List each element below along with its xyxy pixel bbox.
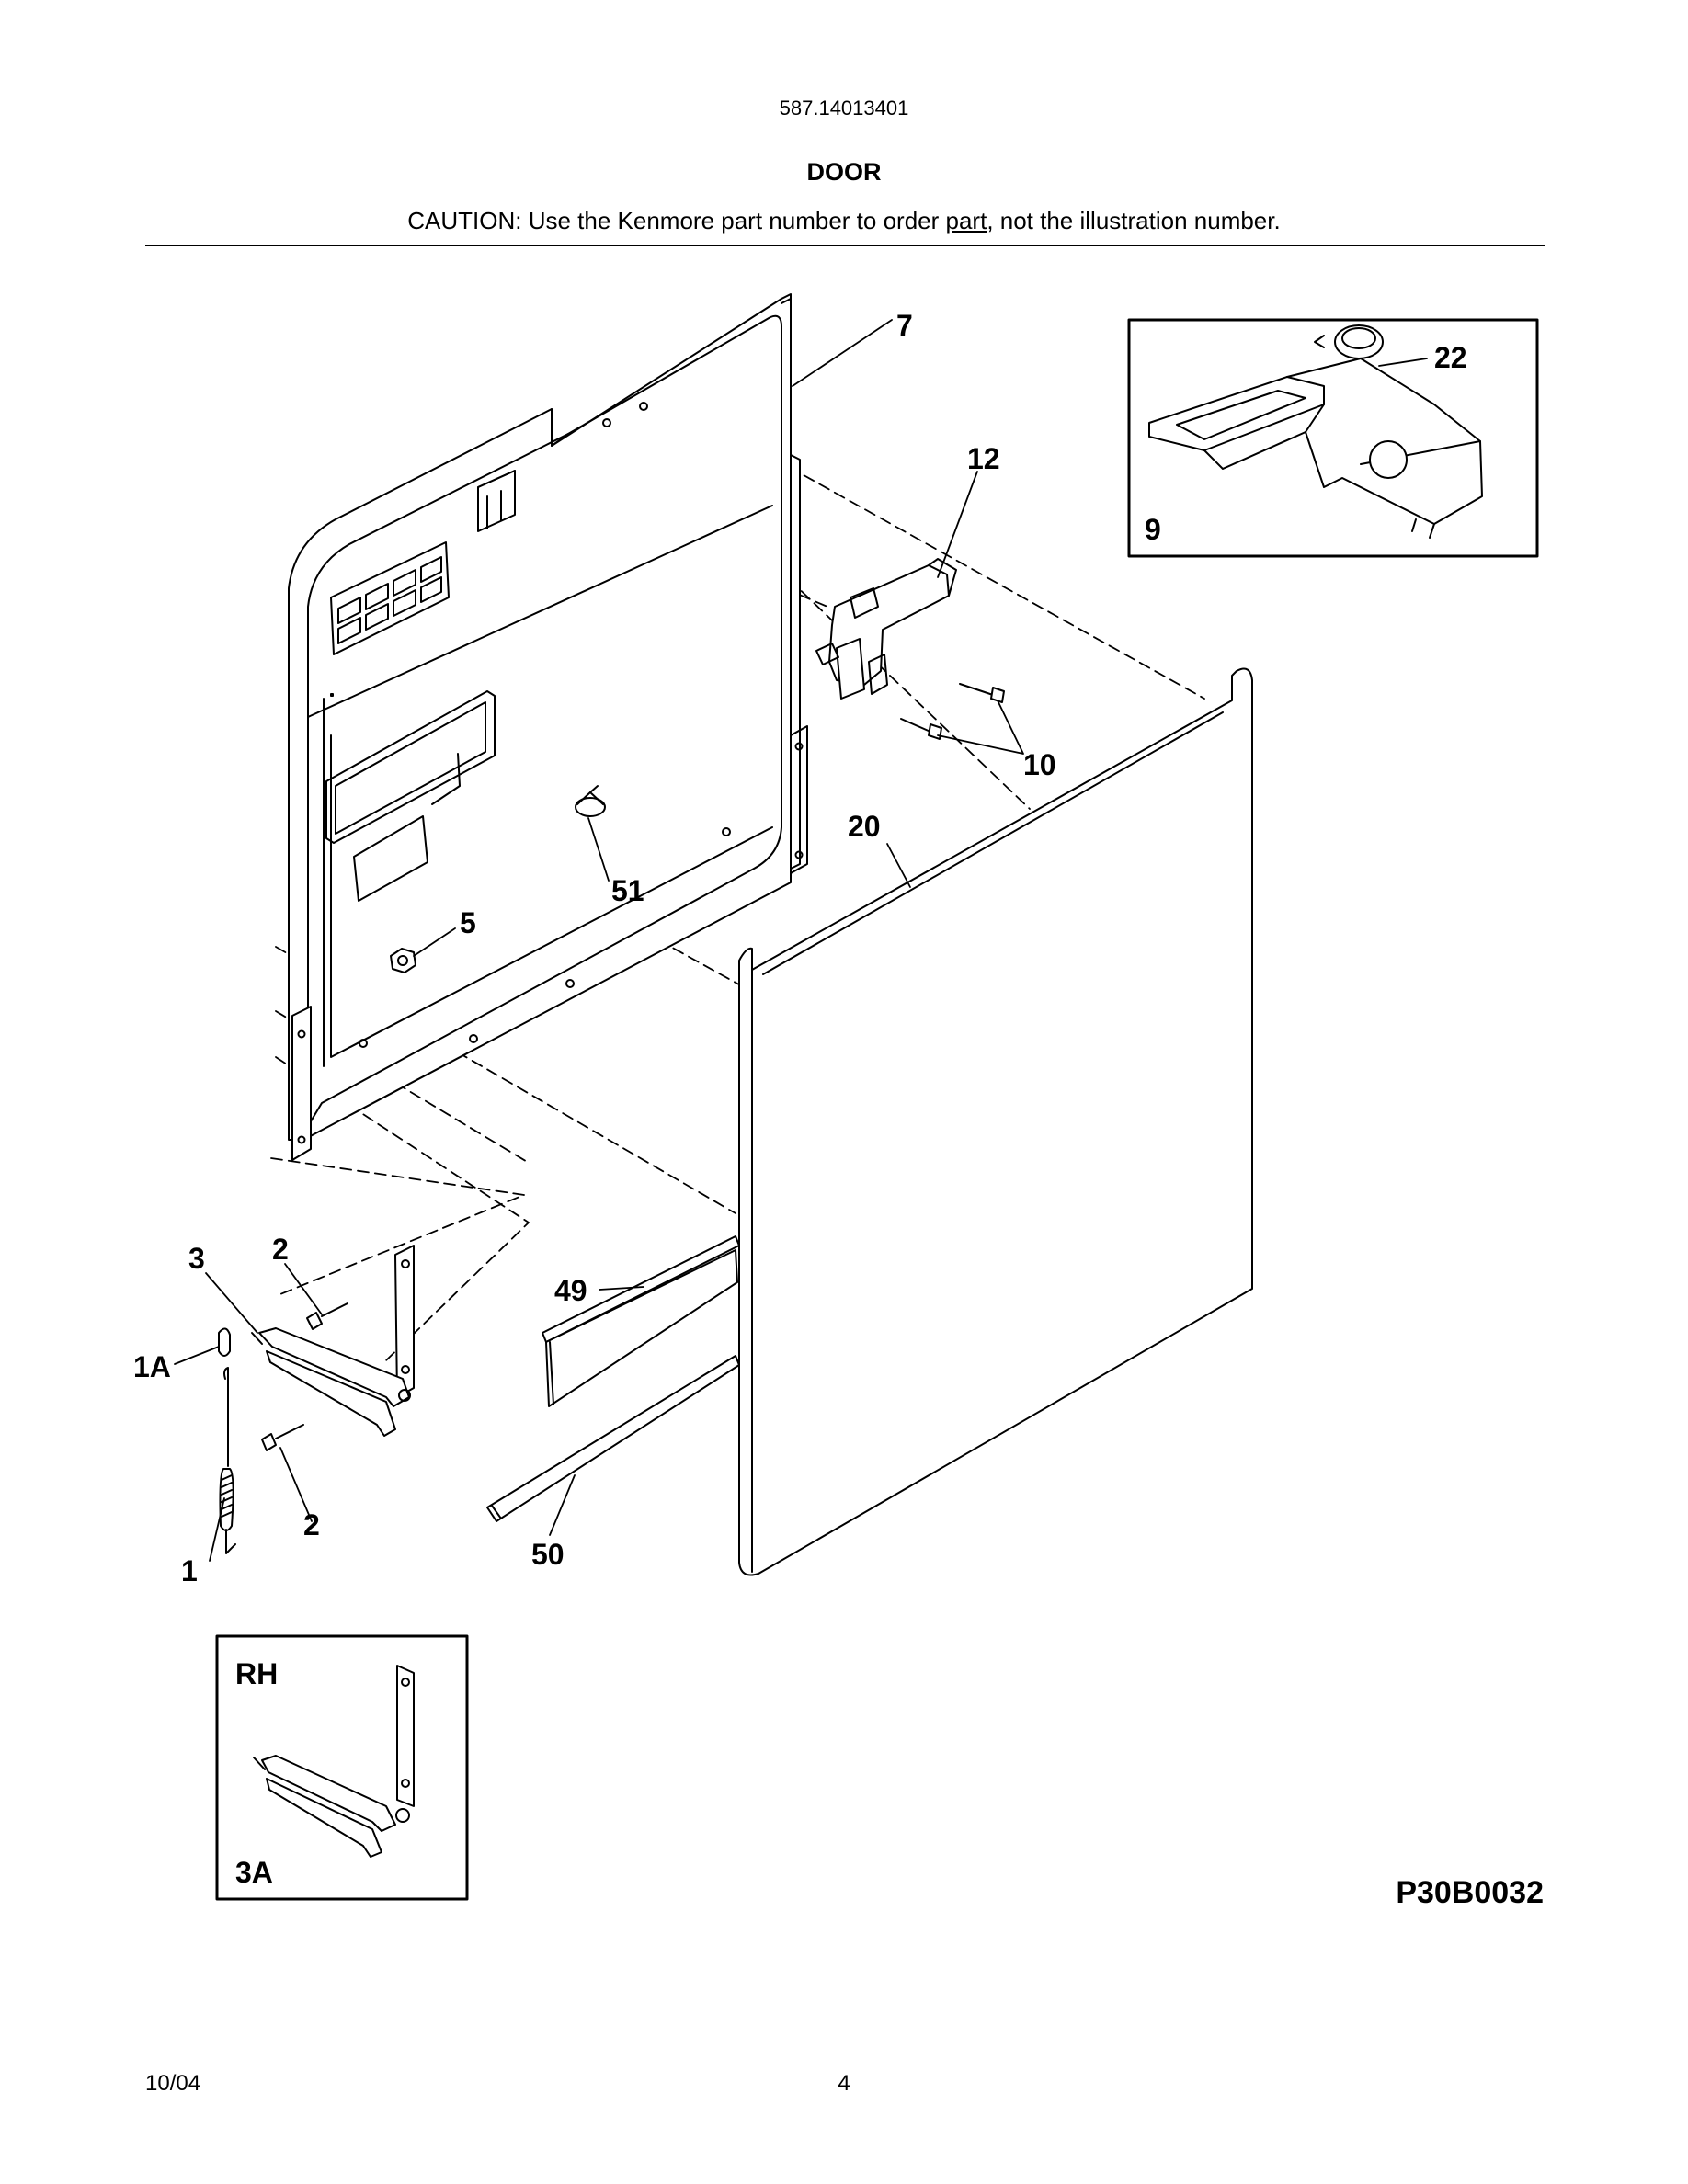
callout-49: 49 — [554, 1274, 587, 1307]
hinge-arm — [251, 1245, 415, 1437]
model-number: 587.14013401 — [779, 97, 909, 119]
dispenser-inset — [1127, 318, 1539, 558]
callout-2-upper: 2 — [272, 1233, 289, 1266]
callout-1a: 1A — [133, 1350, 171, 1383]
caution-note: CAUTION: Use the Kenmore part number to … — [0, 207, 1688, 235]
caution-prefix: CAUTION: Use the Kenmore part number to … — [407, 207, 946, 234]
rh-hinge-inset — [215, 1634, 469, 1901]
callout-22: 22 — [1434, 341, 1467, 374]
vent-grille — [330, 541, 450, 655]
inset-rh-label: RH — [235, 1657, 278, 1690]
plug-part — [575, 785, 606, 817]
inner-door-liner — [288, 293, 808, 1161]
callout-5: 5 — [460, 906, 476, 939]
caution-underlined-word: part — [945, 207, 987, 234]
callout-2-lower: 2 — [303, 1508, 320, 1541]
callout-1: 1 — [181, 1554, 198, 1587]
inset-3a-label: 3A — [235, 1856, 273, 1889]
callout-20: 20 — [848, 810, 881, 843]
door-latch — [815, 558, 957, 700]
trim-49 — [542, 1235, 740, 1407]
caution-suffix: , not the illustration number. — [987, 207, 1281, 234]
callout-7: 7 — [896, 309, 913, 342]
page-number: 4 — [838, 2071, 850, 2096]
section-title: DOOR — [806, 158, 882, 186]
screws-10 — [900, 683, 1005, 740]
callout-10: 10 — [1023, 748, 1056, 781]
callout-9: 9 — [1145, 513, 1161, 546]
callout-3: 3 — [188, 1242, 205, 1275]
header-rule — [145, 245, 1545, 246]
callout-12: 12 — [967, 442, 1000, 475]
screws-2 — [261, 1302, 348, 1451]
footer-date: 10/04 — [145, 2071, 201, 2096]
bumper-1a — [218, 1327, 231, 1357]
door-spring — [219, 1367, 236, 1554]
callout-51: 51 — [611, 874, 644, 907]
callout-50: 50 — [531, 1538, 565, 1571]
outer-door-panel — [738, 667, 1253, 1576]
leader-lines — [174, 319, 1428, 1562]
trim-50 — [486, 1355, 740, 1522]
hex-nut — [390, 948, 416, 973]
drawing-code: P30B0032 — [1396, 1875, 1544, 1910]
